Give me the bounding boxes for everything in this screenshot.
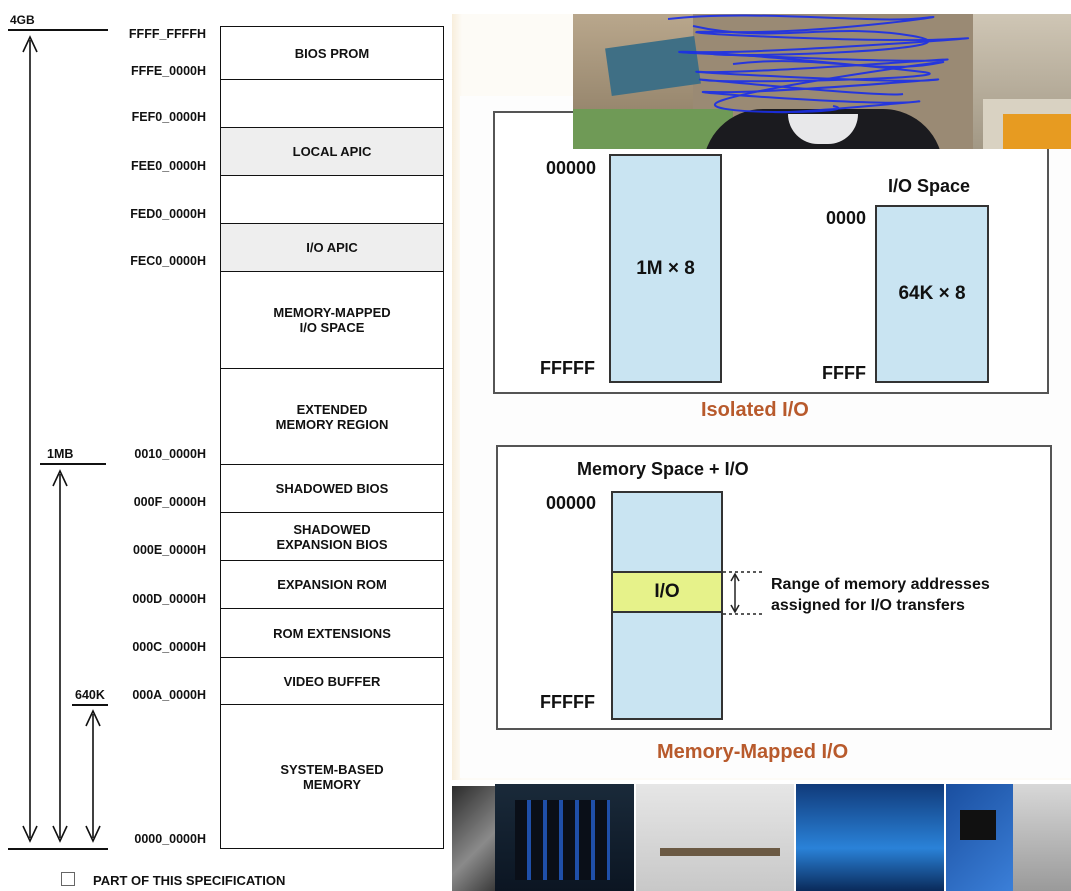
thumbnail-0[interactable]	[452, 786, 495, 891]
label-1mb: 1MB	[47, 447, 74, 461]
thumbnail-1-racks	[515, 800, 610, 880]
memory-mapped-io-caption: Memory-Mapped I/O	[657, 741, 849, 763]
memory-mapped-io-box	[496, 445, 1052, 730]
region-shadowed-expansion-bios: SHADOWED EXPANSION BIOS	[220, 512, 444, 560]
region-system-memory: SYSTEM-BASED MEMORY	[220, 704, 444, 849]
region-video-buffer: VIDEO BUFFER	[220, 657, 444, 704]
address-label: 000E_0000H	[133, 543, 206, 557]
io-range-bracket	[723, 571, 765, 615]
io-space-start: 0000	[826, 208, 867, 228]
region-memory-mapped-io: MEMORY-MAPPED I/O SPACE	[220, 271, 444, 368]
isolated-io-caption: Isolated I/O	[701, 399, 809, 421]
mapped-start: 00000	[546, 493, 597, 513]
range-arrows	[22, 35, 101, 843]
legend-checkbox	[61, 872, 75, 886]
region-local-apic: LOCAL APIC	[220, 127, 444, 175]
isolated-memory-block: 1M × 8	[609, 154, 722, 383]
line-bottom	[8, 848, 108, 850]
region-reserved	[220, 175, 444, 223]
io-space-title: I/O Space	[888, 176, 971, 196]
address-label: FED0_0000H	[130, 207, 206, 221]
line-1mb	[40, 463, 106, 465]
mapped-end: FFFFF	[540, 692, 595, 712]
region-extended-memory: EXTENDED MEMORY REGION	[220, 368, 444, 464]
region-io-apic: I/O APIC	[220, 223, 444, 271]
webcam-video	[573, 14, 1071, 149]
address-label: 000C_0000H	[132, 640, 206, 654]
desk-items	[573, 109, 733, 149]
region-expansion-rom: EXPANSION ROM	[220, 560, 444, 608]
address-label: FEC0_0000H	[130, 254, 206, 268]
thumbnail-2-desk	[660, 848, 780, 856]
thumbnail-3[interactable]	[796, 784, 944, 891]
legend-label: PART OF THIS SPECIFICATION	[93, 873, 286, 888]
label-4gb: 4GB	[10, 13, 35, 27]
isolated-mem-end: FFFFF	[540, 358, 595, 378]
thumbnail-5[interactable]	[1013, 784, 1071, 891]
io-range-note: Range of memory addresses assigned for I…	[771, 576, 990, 614]
address-label: 0010_0000H	[134, 447, 206, 461]
scribble-redaction	[667, 14, 969, 114]
isolated-mem-start: 00000	[546, 158, 597, 178]
label-640k: 640K	[75, 688, 105, 702]
region-bios-prom: BIOS PROM	[220, 26, 444, 79]
address-label: FFFE_0000H	[130, 64, 206, 78]
io-space-block: 64K × 8	[875, 205, 989, 383]
region-rom-extensions: ROM EXTENSIONS	[220, 608, 444, 657]
line-4gb	[8, 29, 108, 31]
address-label: 000D_0000H	[132, 592, 206, 606]
mapped-title: Memory Space + I/O	[577, 459, 749, 479]
thumbnail-4-chip	[960, 810, 996, 840]
region-reserved	[220, 79, 444, 127]
slide: 00000 1M × 8 FFFFF I/O Space 0000 64K × …	[460, 96, 1071, 778]
address-label: FEE0_0000H	[130, 159, 206, 173]
thumbnail-2[interactable]	[636, 784, 794, 891]
address-label: FFFF_FFFFH	[128, 27, 206, 41]
line-640k	[72, 704, 108, 706]
mapped-io-region: I/O	[611, 571, 723, 613]
io-space-end: FFFF	[822, 363, 866, 383]
address-label: 000A_0000H	[132, 688, 206, 702]
orange-mat	[1003, 114, 1071, 149]
region-shadowed-bios: SHADOWED BIOS	[220, 464, 444, 512]
address-label: 000F_0000H	[133, 495, 206, 509]
address-label: 0000_0000H	[134, 832, 206, 846]
address-label: FEF0_0000H	[131, 110, 206, 124]
